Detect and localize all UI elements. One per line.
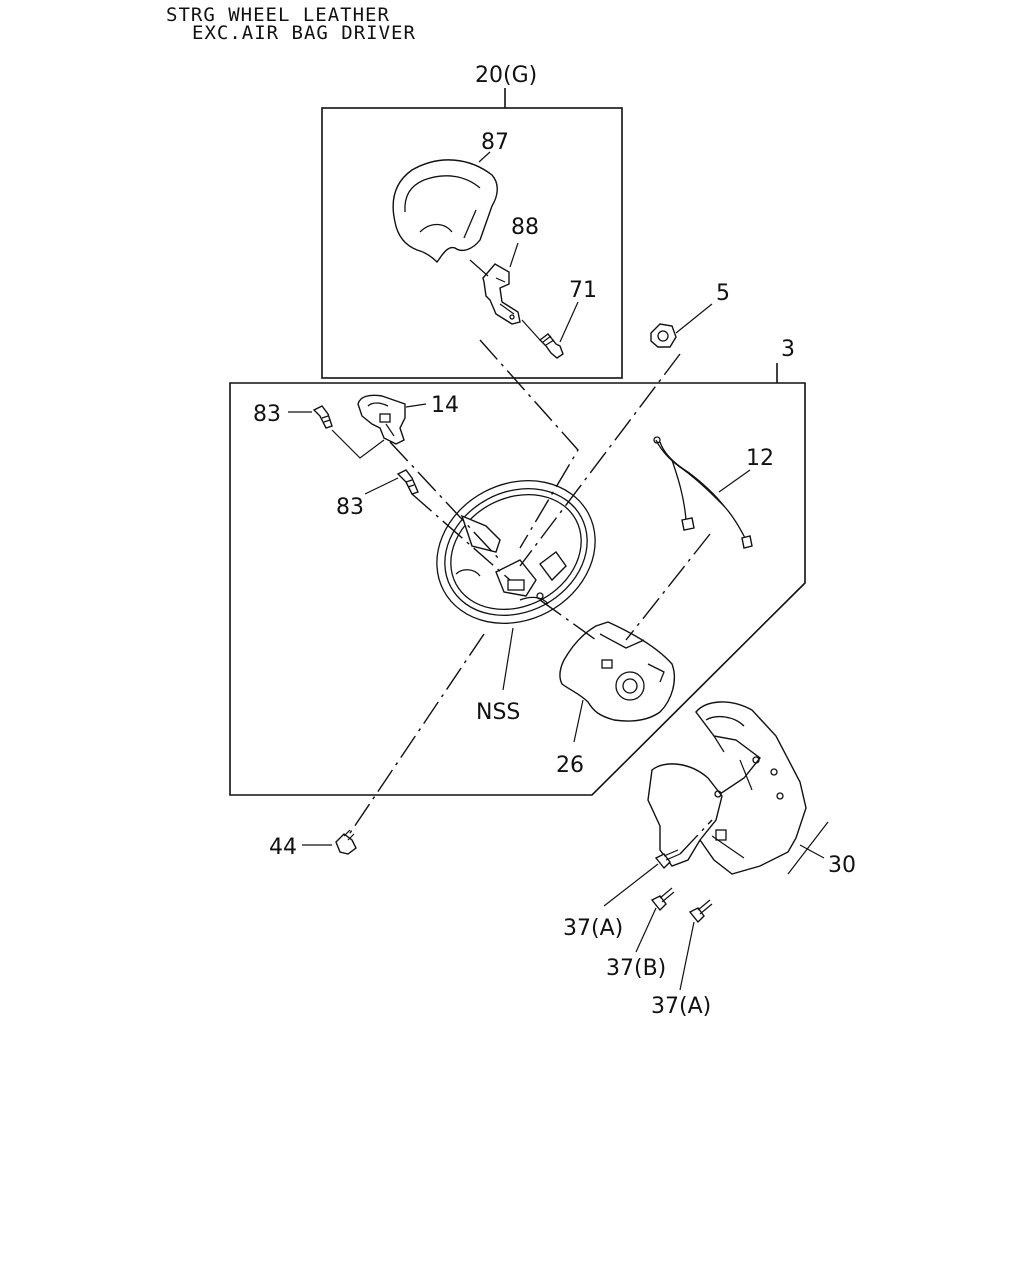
callout-37a-lower: 37(A) [651, 994, 711, 1019]
horn-pad-cover-87 [392, 159, 498, 264]
callout-14: 14 [431, 393, 459, 418]
screw-83-lower [396, 469, 419, 495]
callout-3: 3 [781, 337, 795, 362]
callout-87: 87 [481, 130, 509, 155]
rear-cover-26 [559, 621, 676, 722]
callout-37a-upper: 37(A) [563, 916, 623, 941]
assembly-outline-3 [229, 382, 806, 796]
screw-37b [650, 887, 675, 912]
screw-37a-upper [654, 849, 681, 870]
assembly-guide-lines [347, 339, 713, 855]
callout-26: 26 [556, 753, 584, 778]
kit-box-20g [321, 107, 623, 379]
screw-83-upper [312, 405, 333, 429]
callout-12: 12 [746, 446, 774, 471]
callout-nss: NSS [476, 700, 520, 725]
bolt-44 [335, 829, 357, 855]
bracket-88 [482, 263, 521, 325]
callout-83-upper: 83 [253, 402, 281, 427]
callout-30: 30 [828, 853, 856, 878]
column-cover-30 [647, 701, 807, 875]
harness-12 [653, 436, 753, 549]
screw-37a-lower [688, 899, 713, 924]
diagram-title-line2: EXC.AIR BAG DRIVER [192, 22, 416, 44]
diagram-title-line1: STRG WHEEL LEATHER [166, 4, 390, 26]
callout-71: 71 [569, 278, 597, 303]
callout-44: 44 [269, 835, 297, 860]
callout-5: 5 [716, 281, 730, 306]
callout-20g: 20(G) [475, 63, 537, 88]
callout-37b: 37(B) [606, 956, 666, 981]
callout-88: 88 [511, 215, 539, 240]
switch-14 [357, 394, 406, 445]
nut-5 [650, 323, 677, 348]
callout-83-lower: 83 [336, 495, 364, 520]
steering-wheel-nss [436, 480, 596, 624]
screw-71 [538, 333, 564, 359]
